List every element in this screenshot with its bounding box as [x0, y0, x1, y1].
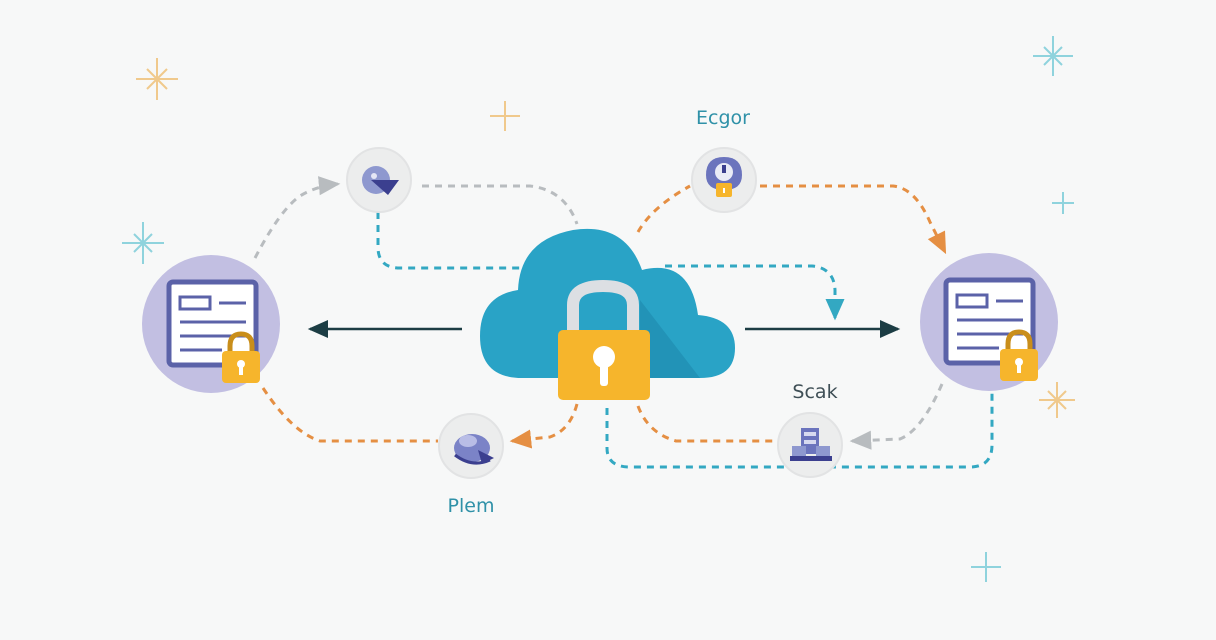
server-rack-icon	[790, 428, 832, 461]
connector-cloud-to-top-right-node	[636, 184, 691, 233]
connector-top-left-node-to-cloud-gray	[422, 184, 579, 225]
left-server-node[interactable]	[142, 255, 280, 393]
disk-icon	[454, 434, 494, 465]
connector-left-server-to-top-left-node	[253, 176, 341, 259]
label-bottom-left-node: Plem	[447, 495, 495, 517]
sparkle-decoration-top-left	[136, 58, 178, 100]
label-top-right-node: Ecgor	[696, 107, 750, 129]
connector-top-left-node-to-cloud-teal	[376, 212, 528, 270]
connector-cloud-to-bottom-right-node-orange	[636, 405, 776, 443]
pie-chart-icon	[362, 166, 399, 195]
sparkle-decoration-left	[122, 222, 164, 264]
label-bottom-right-node: Scak	[792, 381, 838, 403]
connector-cloud-to-right-server-teal	[665, 264, 845, 321]
padlock-database-icon	[706, 157, 742, 197]
sparkle-decoration-top-center	[490, 101, 520, 131]
connector-top-right-node-to-right-server	[760, 184, 947, 255]
right-server-node[interactable]	[920, 253, 1058, 391]
sparkle-decoration-top-right	[1033, 36, 1073, 76]
sparkle-decoration-bottom	[971, 552, 1001, 582]
connector-left-server-to-bottom-left-node	[261, 387, 438, 443]
bottom-right-node[interactable]	[777, 412, 843, 478]
sparkle-decoration-bottom-right	[1039, 382, 1075, 418]
cloud-lock-icon	[480, 228, 735, 400]
sparkle-decoration-right	[1052, 192, 1074, 214]
top-left-node[interactable]	[346, 147, 412, 213]
connector-right-server-to-bottom-right-node	[849, 383, 944, 450]
connector-cloud-to-bottom-left-node	[509, 403, 579, 449]
bottom-left-node[interactable]	[438, 413, 504, 479]
top-right-node[interactable]	[691, 147, 757, 213]
